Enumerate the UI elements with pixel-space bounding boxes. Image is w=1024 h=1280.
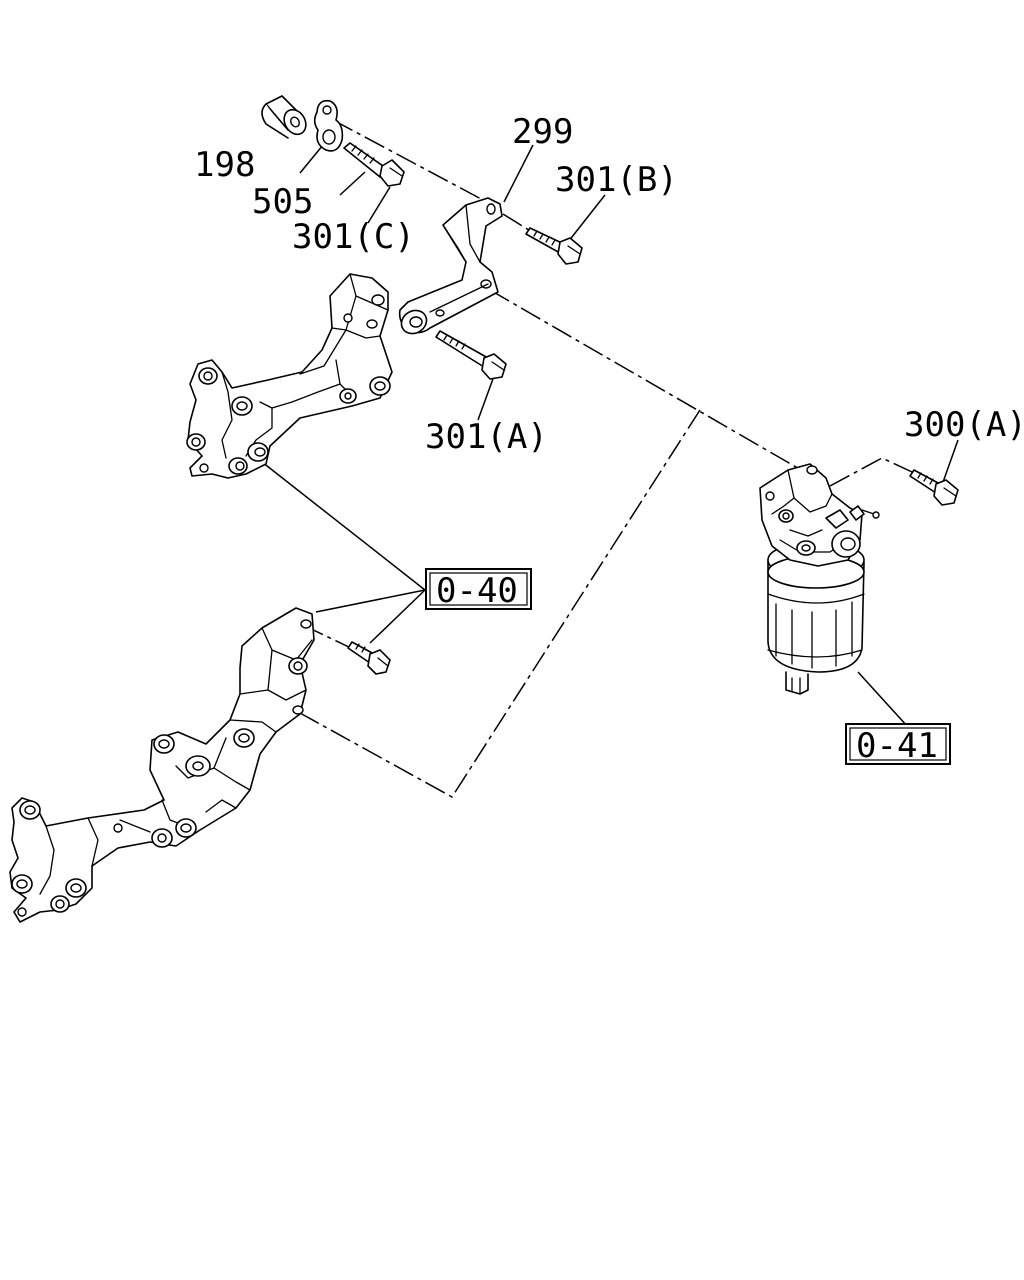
ref-box-0-41: 0-41 — [845, 723, 951, 766]
label-301c: 301(C) — [292, 217, 415, 257]
part-labels: 198 505 301(C) 299 301(B) 301(A) 300(A) — [194, 112, 1024, 457]
fuel-filter-assembly — [759, 463, 880, 695]
spacer-198 — [261, 95, 307, 139]
bolt-301a — [435, 330, 507, 380]
lower-engine-bracket — [9, 607, 315, 923]
bolt-301c — [343, 142, 405, 187]
label-301b: 301(B) — [555, 160, 678, 200]
bracket-299 — [398, 197, 503, 335]
bolt-lower-bracket — [347, 641, 391, 675]
label-505: 505 — [252, 182, 313, 222]
plate-505 — [313, 99, 344, 152]
ref-label-0-41: 0-41 — [856, 726, 938, 766]
label-299: 299 — [512, 112, 573, 152]
leader-lines — [261, 144, 959, 728]
assembly-lines — [299, 119, 913, 798]
ref-box-0-40: 0-40 — [425, 568, 532, 611]
ref-label-0-40: 0-40 — [436, 571, 518, 611]
bolt-301b — [525, 227, 583, 265]
bolt-300a — [909, 469, 959, 506]
upper-engine-bracket — [186, 273, 393, 479]
label-300a: 300(A) — [904, 405, 1024, 445]
label-198: 198 — [194, 145, 255, 185]
label-301a: 301(A) — [425, 417, 548, 457]
